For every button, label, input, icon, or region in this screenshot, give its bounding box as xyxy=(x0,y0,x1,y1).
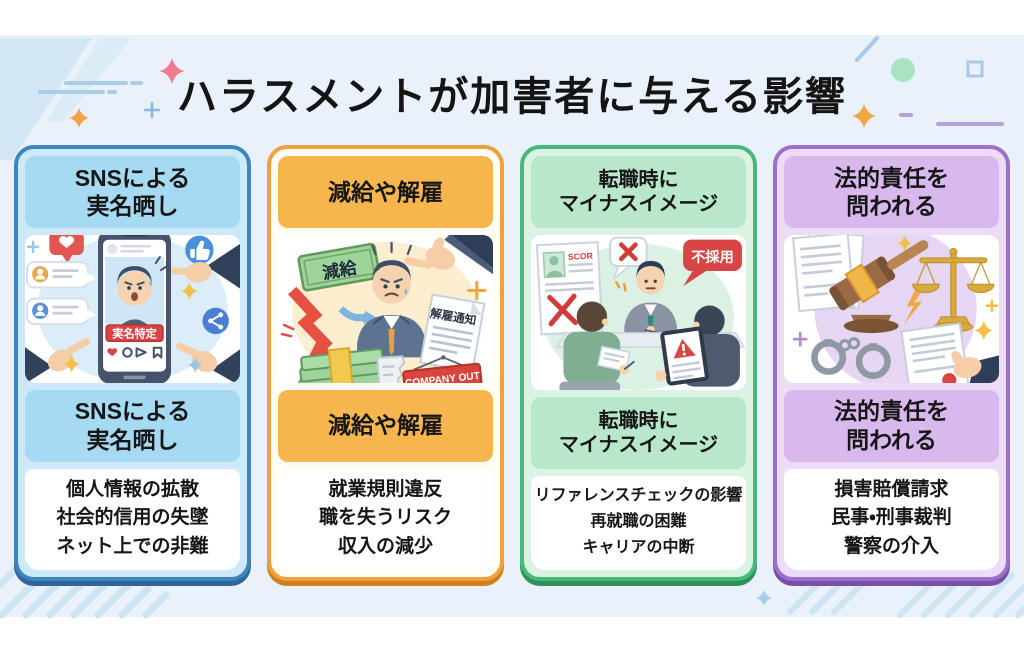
company-out-sign-icon: COMPANY OUT xyxy=(402,355,483,383)
detail-line: 収入の減少 xyxy=(337,535,433,557)
plus-icon xyxy=(792,331,808,347)
plus-icon xyxy=(985,299,999,313)
card-header: 法的責任を 問われる xyxy=(784,156,999,228)
card-details: 損害賠償請求 民事・刑事裁判 警察の介入 xyxy=(784,468,999,570)
sign-label: COMPANY OUT xyxy=(405,371,482,383)
plus-icon xyxy=(26,240,40,254)
detail-line: 職を失うリスク xyxy=(318,507,452,528)
sns-illustration: 実名特定 xyxy=(25,235,240,383)
interview-illustration: SCOR xyxy=(531,235,746,391)
tag-label: 実名特定 xyxy=(112,327,157,341)
dismissal-notice-icon: 解雇通知 xyxy=(419,293,486,373)
paycut-banknote-icon: 減給 xyxy=(297,242,381,292)
gavel-icon xyxy=(829,240,929,334)
sparkle-icon xyxy=(63,282,198,373)
name-exposed-tag: 実名特定 xyxy=(105,324,164,342)
interviewer-figure xyxy=(624,260,678,334)
rejection-bubble-icon: 不採用 xyxy=(683,239,742,287)
smartphone-icon: 実名特定 xyxy=(98,235,172,383)
card-heading: 法的責任を 問われる xyxy=(784,389,999,462)
card-legal-liability: 法的責任を 問われる xyxy=(773,145,1010,581)
card-details: 個人情報の拡散 社会的信用の失墜 ネット上での非難 xyxy=(25,468,240,570)
worried-face xyxy=(117,256,168,306)
card-heading: SNSによる 実名晒し xyxy=(25,389,240,462)
card-heading: 減給や解雇 xyxy=(278,389,493,462)
detail-line: 社会的信用の失墜 xyxy=(56,507,209,528)
card-header: SNSによる 実名晒し xyxy=(25,156,240,228)
detail-line: 再就職の困難 xyxy=(590,513,687,531)
card-header: 減給や解雇 xyxy=(278,156,493,228)
handcuffs-icon xyxy=(811,337,891,379)
warning-tablet-icon xyxy=(660,326,709,386)
impact-bolt-icon xyxy=(903,288,924,325)
card-paycut-dismissal: 減給や解雇 減給 xyxy=(267,145,504,581)
detail-line: 損害賠償請求 xyxy=(834,478,949,500)
pointing-hand-icon xyxy=(171,243,240,289)
hand-with-document xyxy=(900,322,999,383)
dismissal-illustration: 減給 xyxy=(278,235,493,383)
sns-action-icons xyxy=(107,346,163,359)
share-icon xyxy=(202,307,229,335)
money-stack-icon xyxy=(298,347,384,383)
card-jobchange-image: 転職時に マイナスイメージ SCOR xyxy=(520,145,757,581)
cards-row: SNSによる 実名晒し xyxy=(14,145,1010,581)
sad-businessman xyxy=(357,241,427,358)
thumbs-up-icon xyxy=(185,235,214,265)
curved-arrow-head xyxy=(363,310,379,324)
detail-line: 警察の介入 xyxy=(843,535,939,557)
comment-bubble-icon xyxy=(26,261,96,289)
card-details: リファレンスチェックの影響 再就職の困難 キャリアの中断 xyxy=(531,476,746,570)
card-details: 就業規則違反 職を失うリスク 収入の減少 xyxy=(278,468,493,570)
card-header: 転職時に マイナスイメージ xyxy=(531,156,746,228)
sparkle-icon xyxy=(897,235,993,341)
legal-illustration xyxy=(784,235,999,383)
detail-line: リファレンスチェックの影響 xyxy=(534,487,743,505)
card-sns-exposure: SNSによる 実名晒し xyxy=(14,145,251,581)
detail-line: 民事・刑事裁判 xyxy=(831,507,952,528)
rejection-label: 不採用 xyxy=(691,249,734,266)
detail-line: キャリアの中断 xyxy=(582,539,695,557)
card-heading: 転職時に マイナスイメージ xyxy=(531,397,746,470)
sparkle-icon xyxy=(188,357,203,373)
candidate-left-figure xyxy=(559,301,636,391)
plus-icon xyxy=(467,280,487,301)
pointing-hand-icon xyxy=(25,338,91,383)
candidate-right-figure xyxy=(655,305,740,387)
detail-line: ネット上での非難 xyxy=(56,535,209,557)
comment-bubble-icon xyxy=(26,297,96,325)
detail-line: 就業規則違反 xyxy=(328,478,443,500)
like-badge-icon xyxy=(49,235,84,264)
page-title: ハラスメントが加害者に与える影響 xyxy=(177,75,847,119)
x-bubble-icon xyxy=(609,236,648,292)
detail-line: 個人情報の拡散 xyxy=(65,478,199,500)
pointing-hand-icon xyxy=(404,235,493,275)
resume-label: SCOR xyxy=(568,251,594,262)
